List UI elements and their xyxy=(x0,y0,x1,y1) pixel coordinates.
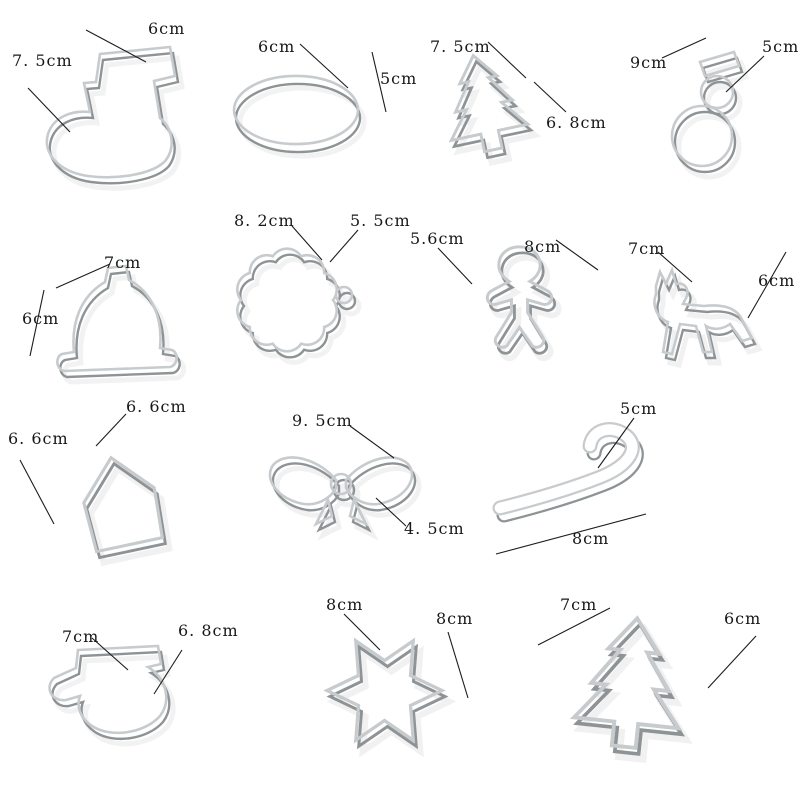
dimension-line xyxy=(19,459,55,525)
dimension-label: 6cm xyxy=(758,271,796,290)
dimension-line xyxy=(707,635,757,689)
gingerbread-man-cutter-shape xyxy=(486,245,558,358)
dimension-line xyxy=(747,251,787,319)
dimension-line xyxy=(657,251,693,283)
snowman-cutter-shape xyxy=(670,50,746,177)
dimension-label: 5cm xyxy=(380,69,418,88)
dimension-line xyxy=(487,41,527,79)
dimension-line xyxy=(55,263,111,289)
dimension-line xyxy=(349,425,395,459)
dimension-label: 4. 5cm xyxy=(404,519,465,538)
layered-tree-cutter-shape xyxy=(570,611,697,763)
dimension-line xyxy=(437,247,473,285)
dimension-label: 7cm xyxy=(104,253,142,272)
dimension-line xyxy=(153,649,183,695)
dimension-line xyxy=(29,289,45,357)
dimension-label: 6. 8cm xyxy=(178,621,239,640)
cutter-depth-edge xyxy=(234,82,362,154)
dimension-label: 9cm xyxy=(630,53,668,72)
dimension-label: 6cm xyxy=(148,19,186,38)
dimension-label: 7. 5cm xyxy=(12,51,73,70)
reindeer-cutter-shape xyxy=(653,268,760,365)
dimension-line xyxy=(555,239,599,271)
dimension-label: 8cm xyxy=(436,609,474,628)
mitten-cutter-shape xyxy=(48,644,174,744)
christmas-tree-cutter-shape xyxy=(433,46,539,169)
dimension-line xyxy=(371,51,387,113)
cutter-top-edge xyxy=(74,448,166,554)
dimension-label: 9. 5cm xyxy=(292,411,353,430)
dimension-line xyxy=(27,87,71,133)
dimension-label: 6. 6cm xyxy=(126,397,187,416)
dimension-label: 5cm xyxy=(620,399,658,418)
dimension-line xyxy=(533,81,567,113)
dimension-label: 5cm xyxy=(762,37,800,56)
dimension-label: 5.6cm xyxy=(410,229,465,248)
dimension-label: 6. 6cm xyxy=(8,429,69,448)
dimension-line xyxy=(299,43,349,89)
cutter-top-edge xyxy=(56,264,178,373)
dimension-line xyxy=(447,631,469,699)
dimension-label: 6cm xyxy=(22,309,60,328)
dimension-lines xyxy=(19,29,787,699)
house-cutter-shape xyxy=(74,448,172,563)
dimension-label: 5. 5cm xyxy=(350,211,411,230)
dimension-line xyxy=(597,417,635,469)
bow-ribbon-cutter-shape xyxy=(268,456,419,535)
dimension-label: 8cm xyxy=(572,529,610,548)
cutter-shadow xyxy=(240,88,364,156)
dimension-line xyxy=(495,513,647,555)
wreath-scallop-cutter-shape xyxy=(235,247,359,363)
oval-cutter-shape xyxy=(232,74,364,156)
dimension-label: 6cm xyxy=(258,37,296,56)
dimension-line xyxy=(291,225,323,261)
dimension-line xyxy=(329,229,359,263)
dimension-line xyxy=(85,29,147,63)
cutter-shadow xyxy=(244,260,359,363)
snowflake-cutter-shape xyxy=(325,639,449,752)
dimension-line xyxy=(661,37,707,59)
cutter-top-edge xyxy=(670,50,741,168)
bell-cutter-shape xyxy=(56,264,183,382)
dimension-label: 8. 2cm xyxy=(234,211,295,230)
dimension-line xyxy=(95,413,127,447)
dimension-line xyxy=(537,607,611,646)
dimension-line xyxy=(725,55,765,93)
dimension-label: 6cm xyxy=(724,609,762,628)
dimension-label: 7cm xyxy=(560,595,598,614)
dimension-label: 6. 8cm xyxy=(546,113,607,132)
dimension-line xyxy=(91,637,129,671)
dimension-label: 7cm xyxy=(628,239,666,258)
dimension-line xyxy=(375,497,407,527)
dimension-line xyxy=(343,613,381,651)
dimension-label: 8cm xyxy=(524,237,562,256)
dimension-label: 7. 5cm xyxy=(430,37,491,56)
dimension-label: 7cm xyxy=(62,627,100,646)
dimension-label: 8cm xyxy=(326,595,364,614)
